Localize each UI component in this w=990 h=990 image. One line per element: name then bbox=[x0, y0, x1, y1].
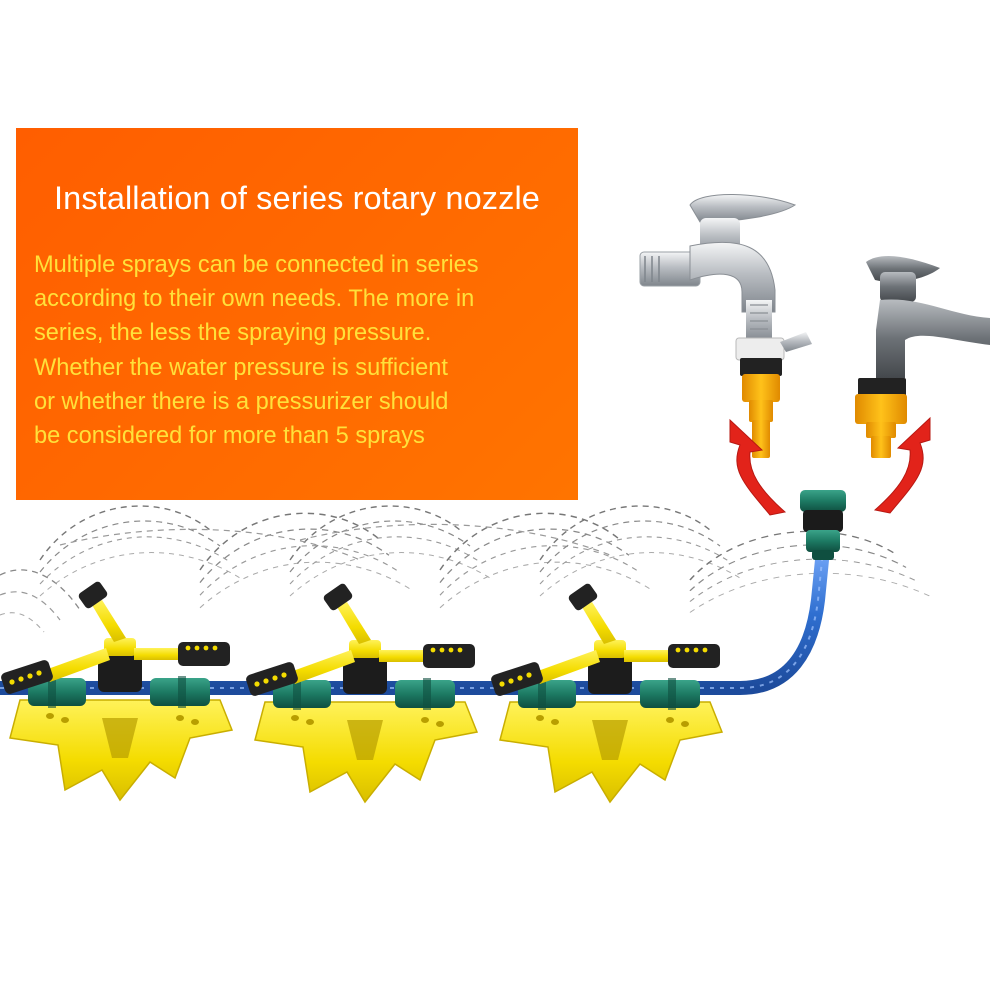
description-line: or whether there is a pressurizer should bbox=[34, 388, 449, 415]
garden-hose-icon bbox=[0, 533, 831, 695]
arrow-up-icon bbox=[873, 416, 931, 514]
panel-description: Multiple sprays can be connected in seri… bbox=[34, 248, 574, 453]
panel-title: Installation of series rotary nozzle bbox=[54, 180, 540, 216]
arrow-up-icon bbox=[729, 418, 787, 516]
faucet-icon bbox=[639, 194, 812, 458]
description-line: be considered for more than 5 sprays bbox=[34, 423, 425, 450]
rotary-sprinkler-icon bbox=[0, 579, 723, 803]
faucet-icon bbox=[855, 256, 990, 458]
description-line: according to their own needs. The more i… bbox=[34, 286, 475, 313]
description-line: Multiple sprays can be connected in seri… bbox=[34, 252, 479, 278]
description-line: Whether the water pressure is sufficient bbox=[34, 354, 448, 381]
info-panel: Installation of series rotary nozzle Mul… bbox=[16, 128, 578, 500]
quick-connector-icon bbox=[800, 490, 846, 560]
description-line: series, the less the spraying pressure. bbox=[34, 320, 432, 347]
water-spray-lines bbox=[0, 505, 931, 633]
